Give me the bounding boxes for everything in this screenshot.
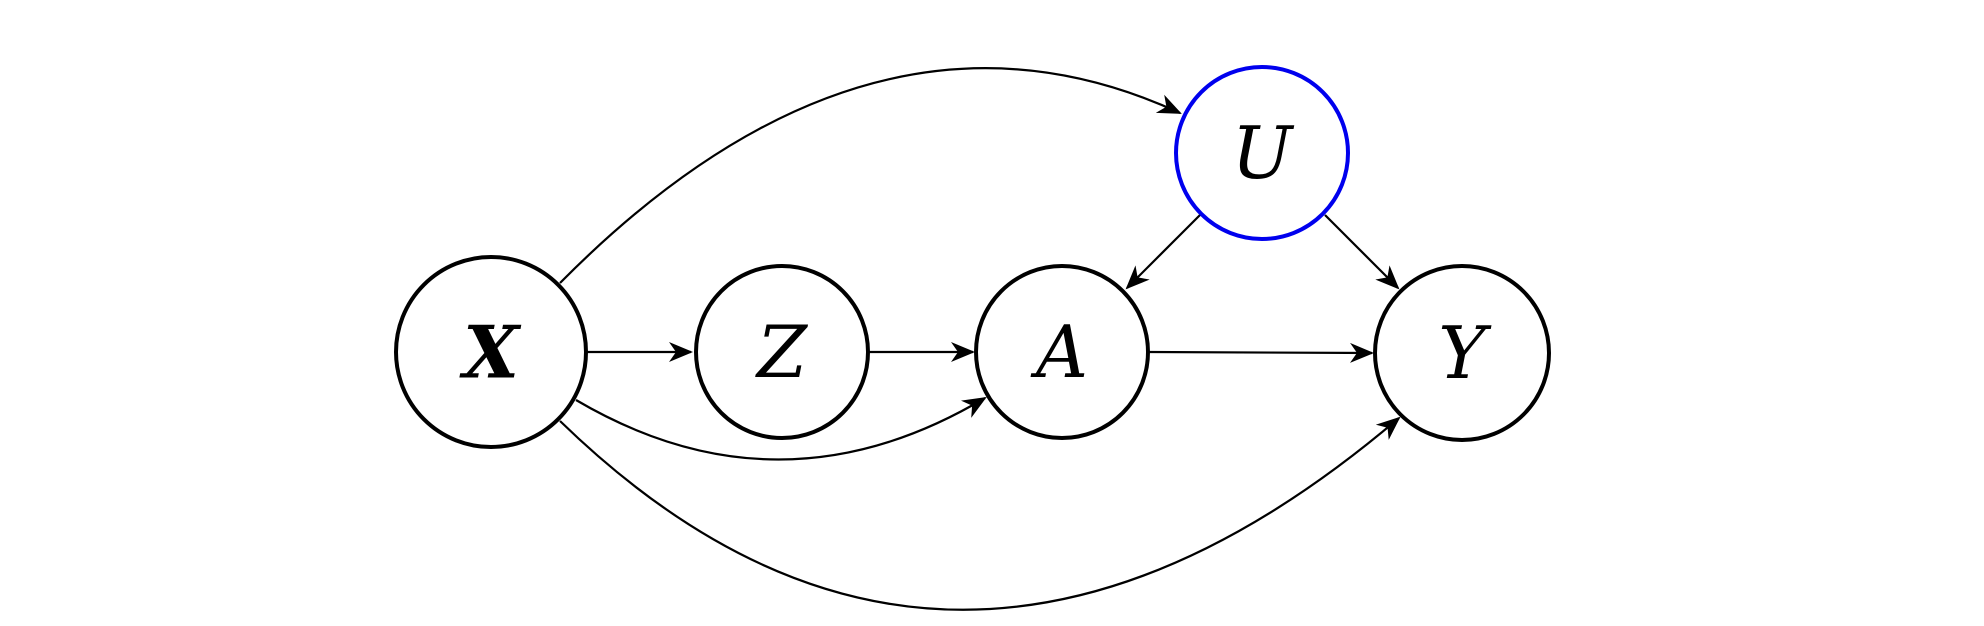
node-a-label: A [1030, 310, 1088, 394]
edges [559, 67, 1401, 611]
node-u-circle [1174, 65, 1350, 241]
node-x-label: X [459, 310, 522, 395]
node-y-circle [1373, 264, 1551, 442]
node-a-circle [974, 264, 1150, 440]
node-z-label: Z [755, 310, 809, 394]
node-y-label: Y [1438, 311, 1492, 395]
edge-x-to-u [559, 67, 1182, 284]
edge-x-to-y [559, 416, 1401, 611]
node-z-circle [694, 264, 870, 440]
node-z: Z [694, 264, 870, 440]
edge-x-to-a [575, 396, 987, 461]
node-x-circle [394, 255, 588, 449]
edge-u-to-y [1324, 214, 1400, 290]
node-x: X [394, 255, 588, 449]
node-y: Y [1373, 264, 1551, 442]
node-u-label: U [1232, 111, 1295, 195]
node-u: U [1174, 65, 1350, 241]
edge-a-to-y [1148, 342, 1374, 363]
node-a: A [974, 264, 1150, 440]
edge-u-to-a [1125, 214, 1201, 290]
